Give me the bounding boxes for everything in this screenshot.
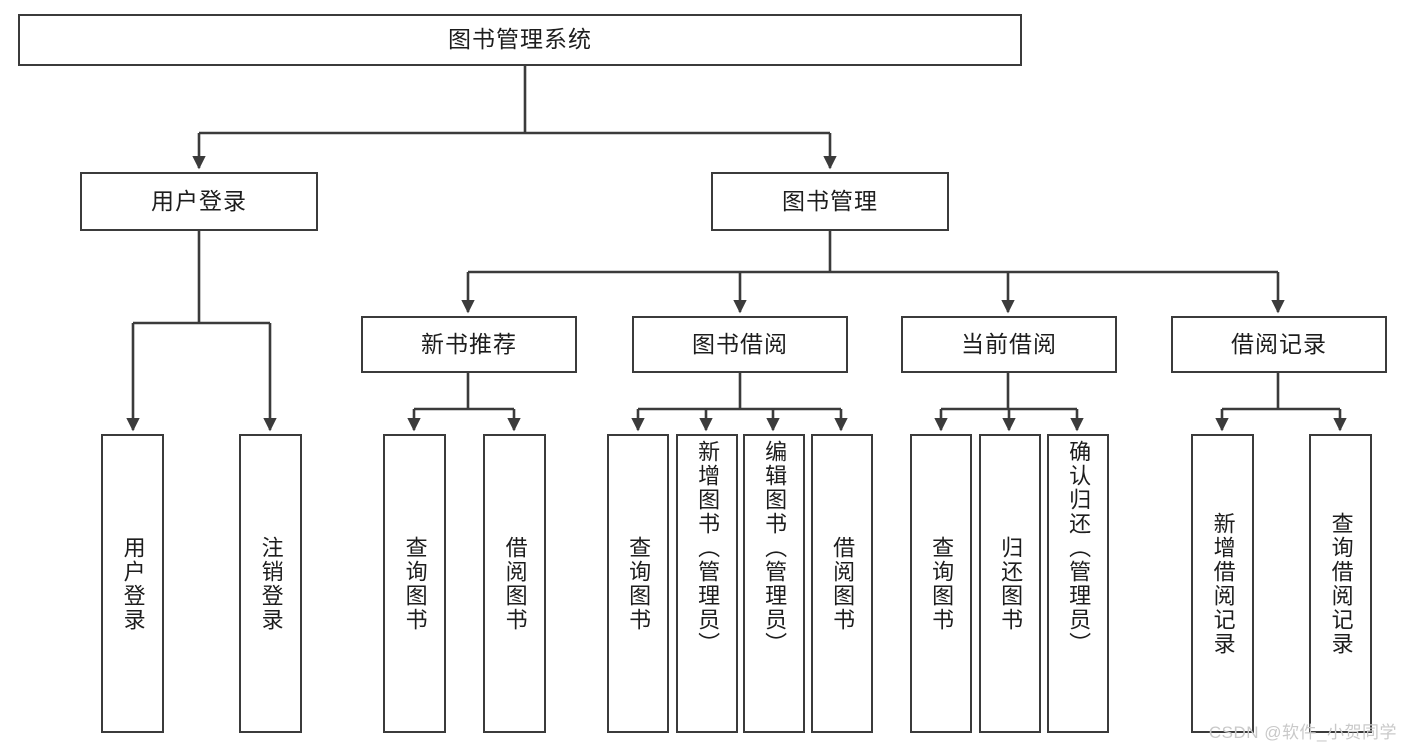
node-user-login[interactable]: 用户登录 xyxy=(80,172,318,231)
node-leaf-add-book-label: 新增图书（管理员） xyxy=(695,440,721,656)
node-book-borrow[interactable]: 图书借阅 xyxy=(632,316,848,373)
node-leaf-return-book-label: 归还图书 xyxy=(998,535,1024,632)
node-leaf-return-book[interactable]: 归还图书 xyxy=(979,434,1041,733)
node-current-borrow[interactable]: 当前借阅 xyxy=(901,316,1117,373)
watermark-text: CSDN @软件_小贺同学 xyxy=(1208,723,1397,742)
node-leaf-logout[interactable]: 注销登录 xyxy=(239,434,302,733)
node-new-book-rec[interactable]: 新书推荐 xyxy=(361,316,577,373)
node-borrow-record[interactable]: 借阅记录 xyxy=(1171,316,1387,373)
node-new-book-rec-label: 新书推荐 xyxy=(421,330,517,357)
node-leaf-edit-book-label: 编辑图书（管理员） xyxy=(762,440,788,656)
node-root[interactable]: 图书管理系统 xyxy=(18,14,1022,66)
node-leaf-query-book-2[interactable]: 查询图书 xyxy=(607,434,669,733)
node-leaf-borrow-book-1[interactable]: 借阅图书 xyxy=(483,434,546,733)
node-leaf-logout-label: 注销登录 xyxy=(258,535,284,632)
node-current-borrow-label: 当前借阅 xyxy=(961,330,1057,357)
node-leaf-add-book[interactable]: 新增图书（管理员） xyxy=(676,434,738,733)
node-leaf-borrow-book-2[interactable]: 借阅图书 xyxy=(811,434,873,733)
node-leaf-query-record[interactable]: 查询借阅记录 xyxy=(1309,434,1372,733)
node-book-borrow-label: 图书借阅 xyxy=(692,330,788,357)
node-leaf-add-record[interactable]: 新增借阅记录 xyxy=(1191,434,1254,733)
node-leaf-query-book-1[interactable]: 查询图书 xyxy=(383,434,446,733)
node-borrow-record-label: 借阅记录 xyxy=(1231,330,1327,357)
node-book-manage[interactable]: 图书管理 xyxy=(711,172,949,231)
node-leaf-query-book-2-label: 查询图书 xyxy=(626,535,652,632)
node-leaf-confirm-return[interactable]: 确认归还（管理员） xyxy=(1047,434,1109,733)
node-user-login-label: 用户登录 xyxy=(151,187,247,214)
node-book-manage-label: 图书管理 xyxy=(782,187,878,214)
node-leaf-borrow-book-2-label: 借阅图书 xyxy=(830,535,856,632)
node-leaf-query-book-1-label: 查询图书 xyxy=(402,535,428,632)
node-leaf-add-record-label: 新增借阅记录 xyxy=(1210,511,1236,656)
node-leaf-query-book-3[interactable]: 查询图书 xyxy=(910,434,972,733)
node-leaf-query-book-3-label: 查询图书 xyxy=(929,535,955,632)
node-leaf-borrow-book-1-label: 借阅图书 xyxy=(502,535,528,632)
node-leaf-query-record-label: 查询借阅记录 xyxy=(1328,511,1354,656)
node-leaf-user-login[interactable]: 用户登录 xyxy=(101,434,164,733)
node-root-label: 图书管理系统 xyxy=(448,26,592,53)
node-leaf-edit-book[interactable]: 编辑图书（管理员） xyxy=(743,434,805,733)
node-leaf-confirm-return-label: 确认归还（管理员） xyxy=(1066,440,1092,656)
node-leaf-user-login-label: 用户登录 xyxy=(120,535,146,632)
